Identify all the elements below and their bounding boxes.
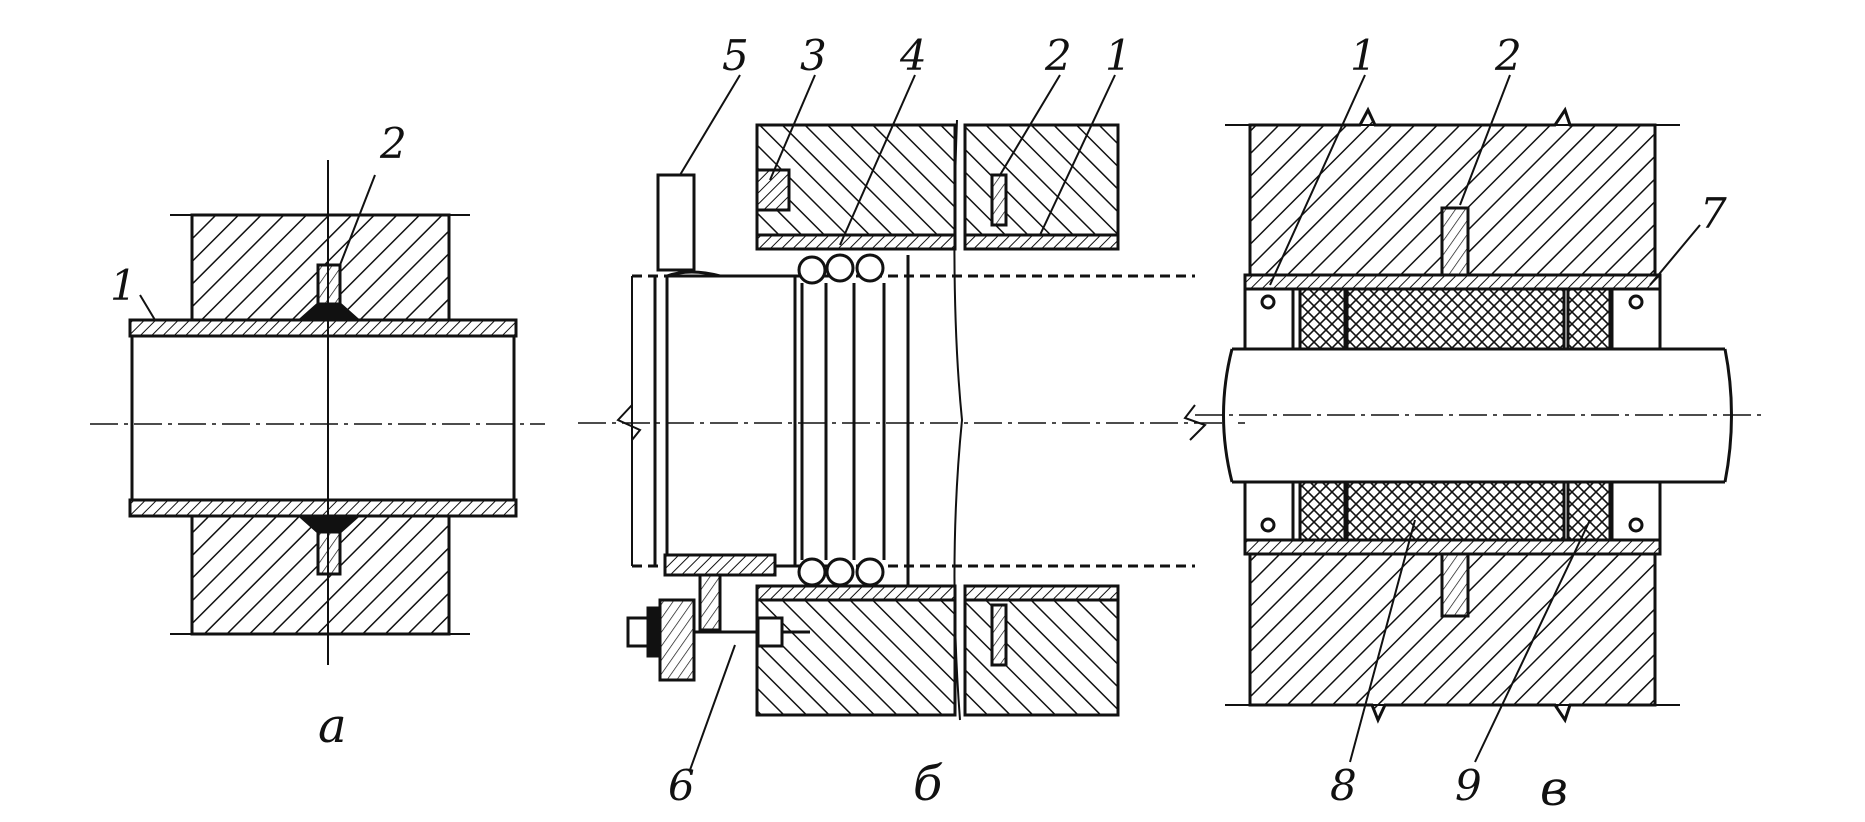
- sleeve-b: [755, 233, 1120, 602]
- callout-b-3: 3: [800, 31, 827, 80]
- view-a: 1 2 а: [90, 119, 545, 754]
- wall-block-lower-left-b: [755, 598, 957, 717]
- callout-b-1: 1: [1105, 31, 1132, 80]
- wall-block-upper-right-b: [963, 123, 1120, 237]
- callout-c-1: 1: [1350, 31, 1377, 80]
- callout-b-5: 5: [722, 31, 749, 80]
- callout-a-1: 1: [110, 261, 137, 310]
- caption-b: б: [913, 756, 943, 812]
- pipe-a: [130, 334, 516, 502]
- callout-c-8: 8: [1330, 761, 1357, 810]
- caption-c: в: [1540, 761, 1568, 817]
- callout-b-6: 6: [668, 761, 695, 810]
- anchor-rib-b: [990, 173, 1008, 667]
- view-b: 5 3 4 2 1 6 б: [578, 31, 1245, 812]
- bolt-6: [626, 598, 810, 682]
- pipe-b: [631, 270, 1195, 568]
- anchor-rib-c: [1440, 206, 1470, 618]
- seal-ring-9: [1298, 287, 1612, 542]
- callout-a-2: 2: [379, 119, 407, 168]
- wall-block-lower-right-b: [963, 598, 1120, 717]
- callout-c-9: 9: [1455, 761, 1482, 810]
- packing-rings-b: [797, 253, 910, 587]
- callout-c-2: 2: [1494, 31, 1522, 80]
- flange-plate-7: [1243, 287, 1662, 542]
- gland-5: [656, 173, 696, 272]
- callout-c-7: 7: [1700, 189, 1727, 238]
- view-c: 1 2 7 8 9 в: [1195, 31, 1765, 817]
- callout-b-4: 4: [899, 31, 927, 80]
- caption-a: а: [318, 698, 347, 754]
- callout-b-2: 2: [1044, 31, 1072, 80]
- stuffing-box-flange-b: [663, 168, 791, 632]
